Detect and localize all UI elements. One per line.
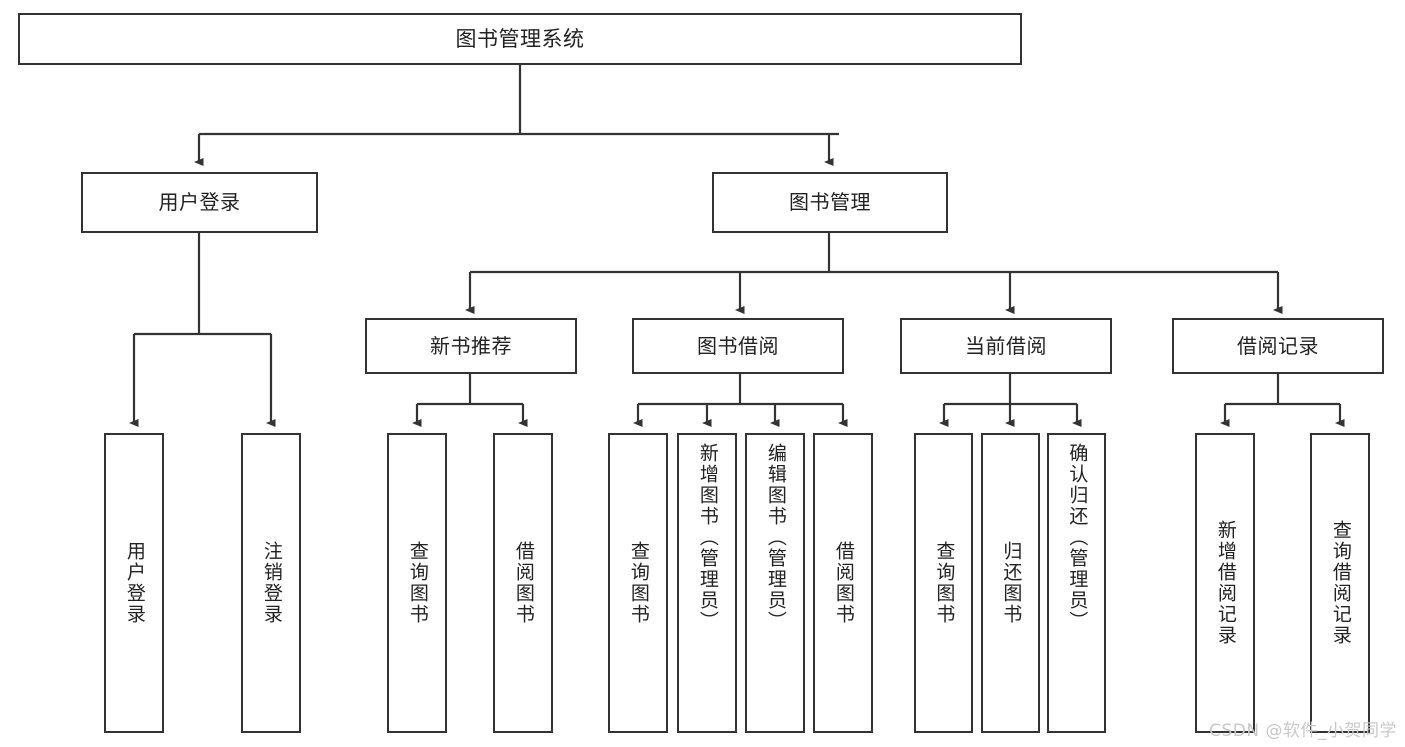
node-label: 查询图书 (627, 541, 650, 625)
node-label: 用户登录 (158, 190, 241, 214)
node-label: 借阅图书 (832, 541, 855, 625)
node-label: 查询图书 (933, 541, 956, 625)
node-label: 注销登录 (260, 541, 283, 625)
node-label: 新增借阅记录 (1214, 520, 1237, 646)
leaf-query-borrow-record[interactable]: 查询借阅记录 (1310, 433, 1370, 733)
node-label: 编辑图书（管理员） (764, 443, 787, 632)
leaf-add-borrow-record[interactable]: 新增借阅记录 (1195, 433, 1255, 733)
leaf-return-books[interactable]: 归还图书 (981, 433, 1040, 733)
node-label: 查询图书 (406, 541, 429, 625)
node-book-borrow[interactable]: 图书借阅 (632, 318, 844, 374)
leaf-user-login[interactable]: 用户登录 (104, 433, 164, 733)
node-label: 借阅图书 (512, 541, 535, 625)
node-label: 图书管理 (789, 190, 871, 214)
node-label: 图书管理系统 (455, 26, 585, 51)
node-borrow-records[interactable]: 借阅记录 (1172, 318, 1384, 374)
leaf-query-books-borrow[interactable]: 查询图书 (608, 433, 668, 733)
node-label: 新增图书（管理员） (696, 443, 719, 632)
node-current-borrow[interactable]: 当前借阅 (900, 318, 1112, 374)
node-label: 图书借阅 (697, 333, 779, 358)
leaf-edit-book-admin[interactable]: 编辑图书（管理员） (745, 433, 805, 733)
csdn-watermark: CSDN @软件_小贺同学 (1209, 721, 1397, 741)
leaf-logout[interactable]: 注销登录 (241, 433, 301, 733)
node-new-book-recommend[interactable]: 新书推荐 (365, 318, 577, 374)
leaf-borrow-books[interactable]: 借阅图书 (813, 433, 873, 733)
node-user-login[interactable]: 用户登录 (81, 172, 318, 233)
leaf-query-books-current[interactable]: 查询图书 (914, 433, 973, 733)
leaf-query-books-recommend[interactable]: 查询图书 (387, 433, 447, 733)
node-label: 新书推荐 (430, 333, 512, 358)
node-label: 确认归还（管理员） (1066, 443, 1089, 632)
node-label: 借阅记录 (1237, 333, 1319, 358)
node-root-system[interactable]: 图书管理系统 (18, 13, 1022, 65)
leaf-confirm-return-admin[interactable]: 确认归还（管理员） (1047, 433, 1106, 733)
leaf-add-book-admin[interactable]: 新增图书（管理员） (677, 433, 737, 733)
node-book-management[interactable]: 图书管理 (712, 172, 948, 233)
node-label: 查询借阅记录 (1329, 520, 1352, 646)
leaf-borrow-books-recommend[interactable]: 借阅图书 (493, 433, 553, 733)
node-label: 用户登录 (123, 541, 146, 625)
node-label: 归还图书 (1000, 541, 1023, 625)
node-label: 当前借阅 (965, 333, 1047, 358)
